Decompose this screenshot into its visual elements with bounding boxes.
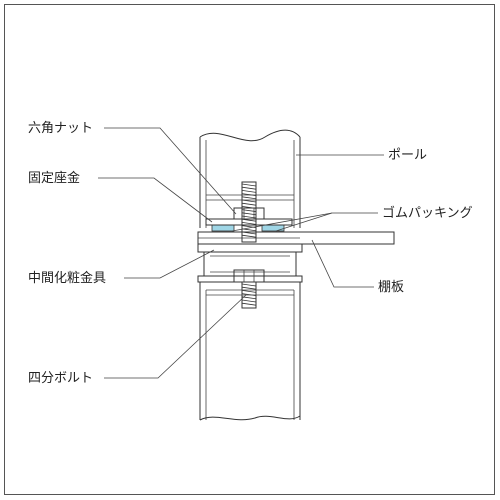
bolt-thread (241, 290, 257, 293)
bolt-upper (241, 181, 257, 243)
label-hex-nut: 六角ナット (28, 121, 93, 136)
bolt-thread (241, 183, 257, 187)
pole-upper (199, 129, 301, 228)
bolt-thread (241, 299, 257, 303)
intermediate-fitting (197, 243, 303, 283)
label-shelf: 棚板 (378, 280, 404, 295)
bolt-thread (241, 196, 257, 200)
bolt-thread (241, 190, 257, 193)
bolt-thread (241, 193, 257, 196)
pole-lower (199, 282, 301, 421)
leader-lines (98, 127, 384, 379)
label-intermediate-fitting: 中間化粧金具 (28, 270, 106, 286)
diagram-border (4, 4, 495, 495)
bolt-thread (241, 212, 257, 216)
bolt-thread (241, 209, 257, 212)
bolt-thread (241, 222, 257, 225)
shelf-board (197, 231, 395, 245)
bolt-thread (241, 202, 257, 206)
bolt-thread (241, 231, 257, 235)
bolt-thread (241, 186, 257, 190)
label-pole: ポール (388, 148, 427, 163)
label-rubber-packing: ゴムパッキング (382, 205, 473, 221)
bolt-thread (241, 199, 257, 203)
bolt-thread (241, 206, 257, 209)
bolt-thread (241, 286, 257, 290)
label-fixing-washer: 固定座金 (28, 170, 80, 186)
label-bolt: 四分ボルト (28, 371, 93, 386)
bolt-thread (241, 234, 257, 238)
bolt-thread (241, 218, 257, 222)
bolt-thread (241, 283, 257, 287)
bolt-thread (241, 215, 257, 219)
bolt-thread (241, 302, 257, 306)
bolt-thread (241, 296, 257, 300)
